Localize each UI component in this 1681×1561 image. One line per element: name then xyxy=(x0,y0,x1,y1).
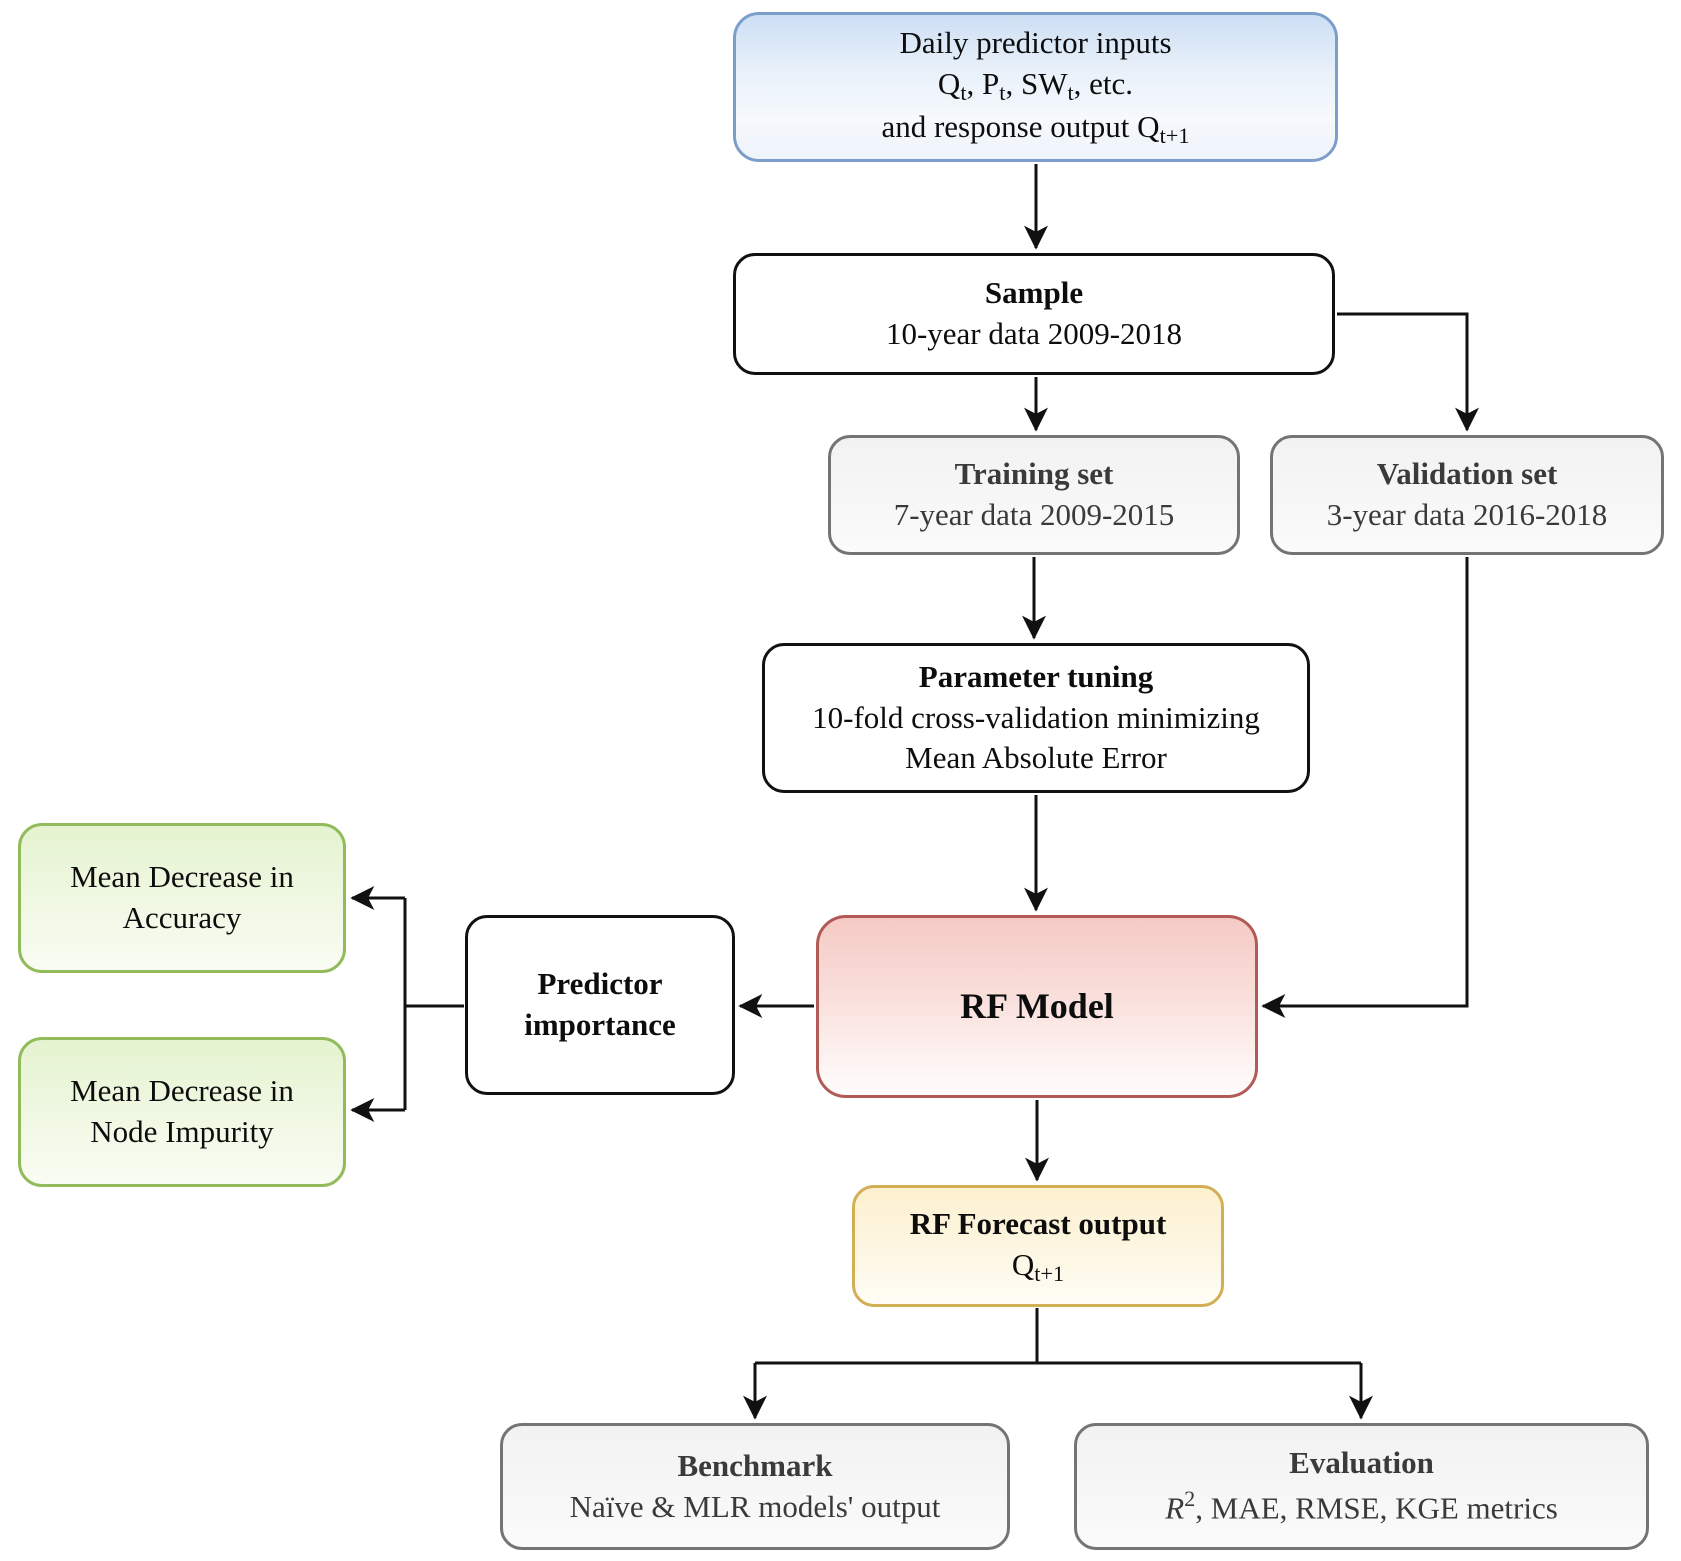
daily-inputs-line1: Daily predictor inputs xyxy=(899,24,1172,60)
mda-line1: Mean Decrease in xyxy=(70,859,294,895)
node-rf-forecast-output: RF Forecast output Qt+1 xyxy=(852,1185,1224,1307)
daily-inputs-line2: Qt, Pt, SWt, etc. xyxy=(937,65,1134,106)
sample-title: Sample xyxy=(984,275,1084,311)
sample-subtitle: 10-year data 2009-2018 xyxy=(885,316,1183,351)
training-set-subtitle: 7-year data 2009-2015 xyxy=(893,497,1175,532)
parameter-tuning-title: Parameter tuning xyxy=(918,658,1154,694)
node-training-set: Training set 7-year data 2009-2015 xyxy=(828,435,1240,555)
parameter-tuning-line3: Mean Absolute Error xyxy=(905,740,1167,776)
node-sample: Sample 10-year data 2009-2018 xyxy=(733,253,1335,375)
node-parameter-tuning: Parameter tuning 10-fold cross-validatio… xyxy=(762,643,1310,793)
mda-line2: Accuracy xyxy=(122,900,242,935)
daily-inputs-line3: and response output Qt+1 xyxy=(881,109,1190,149)
line-forecast-split xyxy=(755,1308,1361,1365)
validation-set-title: Validation set xyxy=(1376,456,1558,492)
node-rf-model: RF Model xyxy=(816,915,1258,1098)
training-set-title: Training set xyxy=(954,456,1114,492)
rf-model-title: RF Model xyxy=(960,985,1114,1026)
benchmark-subtitle: Naïve & MLR models' output xyxy=(569,1488,941,1524)
mdni-line1: Mean Decrease in xyxy=(70,1073,294,1109)
node-daily-inputs: Daily predictor inputs Qt, Pt, SWt, etc.… xyxy=(733,12,1338,162)
parameter-tuning-line2: 10-fold cross-validation minimizing xyxy=(812,699,1260,735)
node-benchmark: Benchmark Naïve & MLR models' output xyxy=(500,1423,1010,1550)
node-validation-set: Validation set 3-year data 2016-2018 xyxy=(1270,435,1664,555)
validation-set-subtitle: 3-year data 2016-2018 xyxy=(1326,497,1608,532)
rf-forecast-q: Qt+1 xyxy=(1011,1246,1065,1286)
arrow-sample-to-validation xyxy=(1337,312,1479,432)
line-importance-branch xyxy=(403,898,464,1110)
arrow-validation-to-rfmodel xyxy=(1261,557,1469,1018)
node-mean-decrease-in-node-impurity: Mean Decrease in Node Impurity xyxy=(18,1037,346,1187)
evaluation-metrics: R2, MAE, RMSE, KGE metrics xyxy=(1165,1486,1558,1526)
node-mean-decrease-in-accuracy: Mean Decrease in Accuracy xyxy=(18,823,346,973)
evaluation-title: Evaluation xyxy=(1289,1445,1434,1481)
benchmark-title: Benchmark xyxy=(677,1447,833,1483)
node-evaluation: Evaluation R2, MAE, RMSE, KGE metrics xyxy=(1074,1423,1649,1550)
mdni-line2: Node Impurity xyxy=(90,1114,274,1149)
predictor-importance-line1: Predictor xyxy=(537,966,663,1002)
node-predictor-importance: Predictor importance xyxy=(465,915,735,1095)
rf-forecast-title: RF Forecast output xyxy=(909,1205,1167,1241)
predictor-importance-line2: importance xyxy=(524,1007,676,1042)
